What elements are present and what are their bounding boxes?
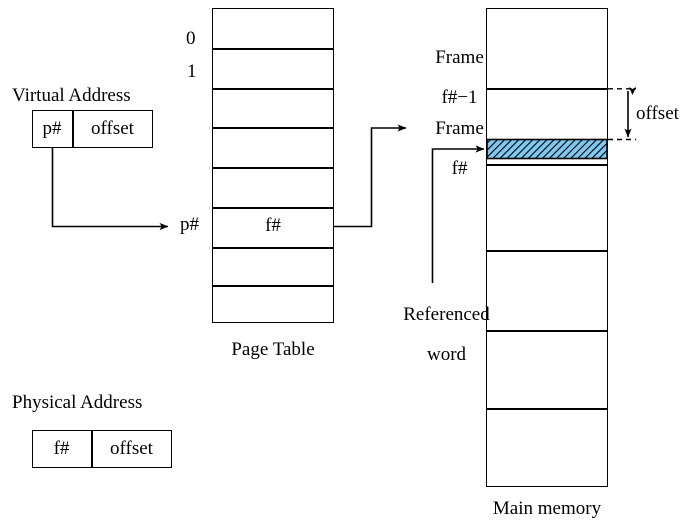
page-table-caption: Page Table	[231, 339, 315, 360]
page-table-row-divider-3	[212, 127, 334, 129]
main-memory-frame-divider-2	[486, 164, 608, 166]
main-memory-frame-divider-5	[486, 408, 608, 410]
main-memory-caption: Main memory	[492, 498, 602, 519]
frame-cur-line-1: Frame	[435, 117, 484, 139]
page-table-box	[212, 8, 334, 323]
virtual-address-box	[32, 110, 153, 148]
referenced-word-line-2: word	[426, 343, 467, 365]
page-table-row-divider-1	[212, 48, 334, 50]
physical-address-offset: offset	[110, 438, 153, 459]
page-table-row-divider-5	[212, 207, 334, 209]
main-memory-frame-divider-4	[486, 330, 608, 332]
physical-address-label: Physical Address	[12, 392, 143, 413]
frame-prev-line-1: Frame	[435, 46, 484, 68]
physical-address-frame-number: f#	[53, 438, 70, 459]
page-table-row-divider-2	[212, 88, 334, 90]
virtual-address-offset: offset	[91, 118, 134, 139]
page-table-row-divider-7	[212, 285, 334, 287]
page-table-row-divider-4	[212, 167, 334, 169]
referenced-word-label: Referenced word	[375, 285, 499, 385]
page-table-selected-index: p#	[180, 214, 199, 235]
virtual-address-page-number: p#	[42, 118, 62, 139]
main-memory-frame-prev-label: Frame f#−1	[406, 28, 494, 128]
page-table-row-divider-6	[212, 247, 334, 249]
main-memory-frame-divider-1	[486, 88, 608, 90]
physical-address-divider	[91, 430, 93, 468]
page-table-entry-frame-number: f#	[265, 215, 281, 236]
main-memory-frame-current-label: Frame f#	[406, 99, 494, 199]
page-table-index-0: 0	[186, 28, 196, 49]
referenced-word-line-1: Referenced	[403, 303, 490, 325]
page-table-index-1: 1	[187, 61, 197, 82]
page-table-entry-to-frame-connector	[334, 124, 407, 228]
frame-prev-line-2: f#−1	[441, 86, 478, 108]
offset-bracket-label: offset	[636, 103, 679, 124]
physical-address-box	[32, 430, 172, 468]
virtual-address-label: Virtual Address	[12, 85, 131, 106]
frame-cur-line-2: f#	[451, 157, 468, 179]
virtual-address-to-page-table-connector	[51, 148, 169, 231]
virtual-address-divider	[72, 110, 74, 148]
main-memory-frame-divider-3	[486, 250, 608, 252]
main-memory-box	[486, 8, 608, 487]
